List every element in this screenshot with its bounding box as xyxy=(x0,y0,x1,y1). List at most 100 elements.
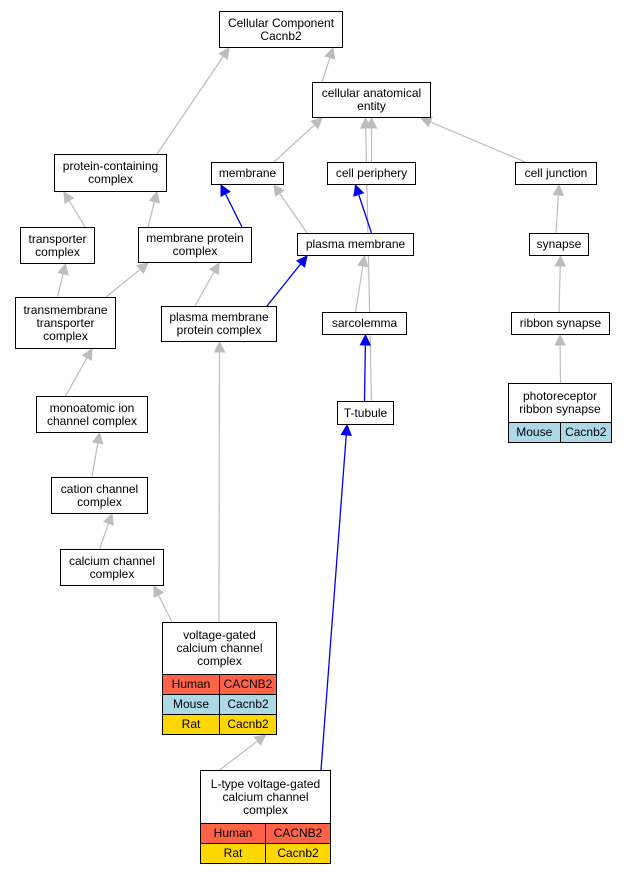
node-label: monoatomic ion channel complex xyxy=(46,400,138,428)
node-label: transporter complex xyxy=(28,231,87,259)
node-transporter-complex[interactable]: transporter complex xyxy=(20,227,95,264)
node-ribbon-synapse[interactable]: ribbon synapse xyxy=(511,312,610,335)
node-cellular-anatomical-entity[interactable]: cellular anatomical entity xyxy=(312,82,431,118)
node-label: plasma membrane xyxy=(305,237,406,251)
annotation-row: Human CACNB2 xyxy=(163,674,276,694)
gene-cell: Cacnb2 xyxy=(265,844,330,863)
edge-line xyxy=(358,194,373,234)
edge-line xyxy=(98,523,110,550)
node-label: plasma membrane protein complex xyxy=(169,310,269,337)
gene-cell: CACNB2 xyxy=(265,824,330,843)
node-plasma-membrane-protein-complex[interactable]: plasma membrane protein complex xyxy=(161,306,277,342)
edge-arrowhead xyxy=(357,254,369,268)
gene-cell: CACNB2 xyxy=(219,675,276,694)
edge-arrowhead xyxy=(220,184,231,197)
node-protein-containing-complex[interactable]: protein-containing complex xyxy=(54,154,167,192)
edge-arrowhead xyxy=(253,734,267,746)
node-membrane[interactable]: membrane xyxy=(211,162,284,185)
node-photoreceptor-ribbon-synapse[interactable]: photoreceptor ribbon synapse Mouse Cacnb… xyxy=(508,383,612,443)
node-label: synapse xyxy=(536,237,582,251)
edge-line xyxy=(273,124,316,163)
node-t-tubule[interactable]: T-tubule xyxy=(337,401,394,425)
annotation-row: Rat Cacnb2 xyxy=(201,843,330,863)
edge-line xyxy=(157,594,173,623)
node-voltage-gated-calcium-channel-complex[interactable]: voltage-gated calcium channel complex Hu… xyxy=(162,622,277,735)
edge-arrowhead xyxy=(359,116,372,129)
edge-arrowhead xyxy=(102,512,114,526)
node-cellular-component[interactable]: Cellular Component Cacnb2 xyxy=(219,11,343,48)
edge-line xyxy=(555,194,559,234)
edge-arrowhead xyxy=(310,117,323,130)
edge-arrowhead xyxy=(153,585,164,598)
edge-line xyxy=(266,263,302,307)
node-cation-channel-complex[interactable]: cation channel complex xyxy=(51,477,148,514)
edge-line xyxy=(363,344,366,402)
edge-line xyxy=(558,265,561,313)
annotation-row: Human CACNB2 xyxy=(201,823,330,843)
node-label: Cellular Component Cacnb2 xyxy=(227,15,335,43)
edge-line xyxy=(156,55,224,155)
gene-cell: Cacnb2 xyxy=(219,695,276,714)
gene-cell: Cacnb2 xyxy=(559,423,611,442)
edge-arrowhead xyxy=(359,333,372,346)
annotation-row: Rat Cacnb2 xyxy=(163,714,276,734)
node-label: photoreceptor ribbon synapse xyxy=(519,389,601,416)
edge-arrowhead xyxy=(136,262,149,275)
node-label: membrane xyxy=(218,166,277,180)
edge-arrowhead xyxy=(208,262,220,275)
edge-arrowhead xyxy=(273,184,285,197)
node-label: membrane protein complex xyxy=(146,231,244,258)
node-calcium-channel-complex[interactable]: calcium channel complex xyxy=(60,549,164,586)
node-label: ribbon synapse xyxy=(519,316,602,330)
edge-arrowhead xyxy=(213,340,226,353)
node-label: transmembrane transporter complex xyxy=(23,302,108,343)
node-label: L-type voltage-gated calcium channel com… xyxy=(210,776,321,817)
edge-line xyxy=(321,57,331,83)
node-sarcolemma[interactable]: sarcolemma xyxy=(322,312,407,335)
node-transmembrane-transporter-complex[interactable]: transmembrane transporter complex xyxy=(15,297,116,349)
node-l-type-voltage-gated-calcium-channel-complex[interactable]: L-type voltage-gated calcium channel com… xyxy=(200,770,331,864)
edge-arrowhead xyxy=(353,183,365,197)
edge-arrowhead xyxy=(63,191,75,204)
edge-arrowhead xyxy=(148,190,161,204)
edge-line xyxy=(68,200,86,228)
edge-line xyxy=(429,121,526,163)
gene-cell: Cacnb2 xyxy=(219,715,276,734)
species-cell: Mouse xyxy=(509,423,560,442)
edge-arrowhead xyxy=(554,333,566,346)
species-cell: Rat xyxy=(163,715,219,734)
edge-arrowhead xyxy=(295,255,308,268)
node-membrane-protein-complex[interactable]: membrane protein complex xyxy=(138,227,252,263)
node-label: calcium channel complex xyxy=(68,553,156,581)
node-cell-periphery[interactable]: cell periphery xyxy=(327,162,416,185)
species-cell: Human xyxy=(201,824,265,843)
node-label: cell junction xyxy=(524,166,588,180)
species-cell: Rat xyxy=(201,844,265,863)
edge-line xyxy=(320,434,347,771)
edge-arrowhead xyxy=(552,183,565,196)
annotation-row: Mouse Cacnb2 xyxy=(509,422,611,442)
edge-line xyxy=(64,357,88,397)
node-cell-junction[interactable]: cell junction xyxy=(515,162,597,185)
node-label: T-tubule xyxy=(343,405,388,420)
edge-arrowhead xyxy=(218,47,230,60)
edge-line xyxy=(224,193,243,228)
edge-line xyxy=(147,201,156,228)
edge-line xyxy=(219,740,258,771)
edge-arrowhead xyxy=(81,348,93,361)
edge-line xyxy=(279,192,308,234)
node-plasma-membrane[interactable]: plasma membrane xyxy=(297,233,414,256)
node-synapse[interactable]: synapse xyxy=(529,233,589,256)
species-cell: Mouse xyxy=(163,695,219,714)
edge-arrowhead xyxy=(419,116,433,128)
edge-line xyxy=(105,268,141,298)
node-label: cation channel complex xyxy=(60,481,139,509)
node-label: voltage-gated calcium channel complex xyxy=(176,628,263,668)
node-monoatomic-ion-channel-complex[interactable]: monoatomic ion channel complex xyxy=(36,396,148,433)
edge-arrowhead xyxy=(340,423,353,436)
annotation-row: Mouse Cacnb2 xyxy=(163,694,276,714)
edge-line xyxy=(354,265,364,313)
edge-line xyxy=(194,271,215,307)
